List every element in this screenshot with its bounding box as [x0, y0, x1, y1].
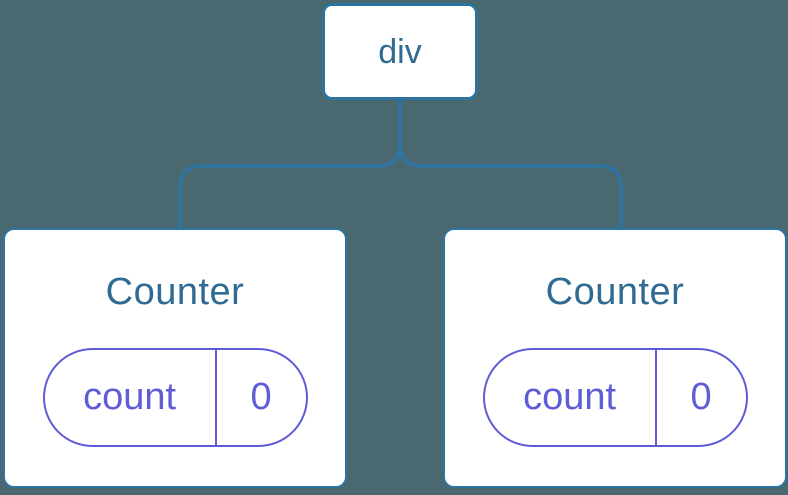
- connector-left-branch: [178, 97, 402, 231]
- state-key: count: [485, 350, 657, 445]
- state-value: 0: [690, 376, 712, 418]
- state-pill: count 0: [482, 348, 748, 447]
- state-value: 0: [250, 376, 272, 418]
- root-node-label: div: [378, 32, 422, 71]
- counter-node-right: Counter count 0: [443, 228, 787, 488]
- root-node-div: div: [322, 3, 478, 100]
- connector-right-branch: [398, 97, 623, 231]
- state-key: count: [45, 350, 217, 445]
- state-pill: count 0: [42, 348, 308, 447]
- component-name: Counter: [545, 271, 685, 313]
- counter-node-left: Counter count 0: [3, 228, 347, 488]
- component-name: Counter: [105, 271, 245, 313]
